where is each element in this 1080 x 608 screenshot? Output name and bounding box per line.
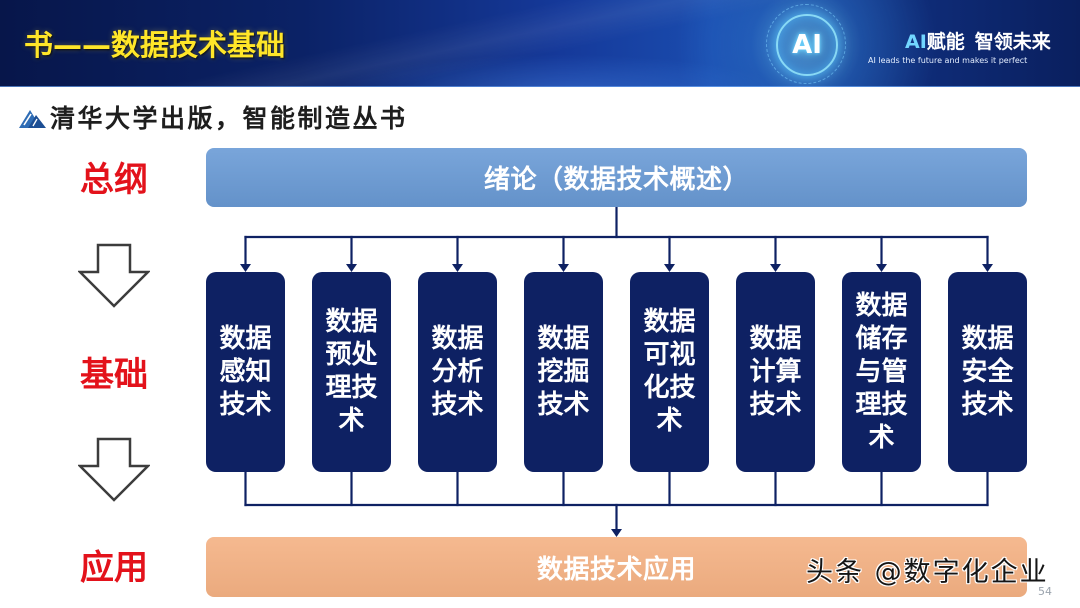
tech-module-visualization: 数据可视化技术 [630, 272, 709, 472]
slogan-word: 赋能 [926, 31, 965, 53]
tech-module-mining: 数据挖掘技术 [524, 272, 603, 472]
overview-box: 绪论（数据技术概述） [206, 148, 1027, 207]
tech-module-analysis: 数据分析技术 [418, 272, 497, 472]
stage-label-overview: 总纲 [80, 160, 148, 200]
connector-arrowhead [982, 264, 993, 272]
connector-arrowhead [240, 264, 251, 272]
connector-arrowhead [770, 264, 781, 272]
tech-module-label: 数据感知技术 [219, 323, 272, 420]
connector-arrowhead [452, 264, 463, 272]
connector-arrowhead [664, 264, 675, 272]
slide-header: 书——数据技术基础 AI AI赋能智领未来 AI leads the futur… [0, 0, 1080, 87]
publisher-logo-icon [19, 110, 46, 128]
slogan: AI赋能智领未来 [905, 30, 1051, 54]
down-arrow-icon [78, 437, 150, 502]
connector-arrowhead [611, 529, 622, 537]
tech-module-label: 数据分析技术 [431, 323, 484, 420]
connector-arrowhead [346, 264, 357, 272]
overview-box-label: 绪论（数据技术概述） [483, 165, 749, 195]
ai-emblem-icon: AI [776, 14, 838, 76]
ai-emblem-text: AI [792, 30, 822, 60]
page-number: 54 [1038, 585, 1052, 598]
slide-title: 书——数据技术基础 [24, 28, 286, 62]
stage-label-application: 应用 [80, 548, 148, 588]
application-box-label: 数据技术应用 [536, 554, 696, 585]
tech-module-label: 数据计算技术 [749, 323, 802, 420]
emblem-ring-icon [766, 4, 846, 84]
publisher-text: 清华大学出版，智能制造丛书 [50, 104, 408, 133]
tech-module-label: 数据可视化技术 [643, 307, 696, 436]
slogan-tagline: 智领未来 [974, 31, 1051, 53]
application-box: 数据技术应用 [206, 537, 1027, 597]
slogan-ai: AI [905, 31, 927, 53]
watermark: 头条 @数字化企业 [806, 557, 1049, 588]
tech-module-label: 数据安全技术 [961, 323, 1014, 420]
down-arrow-icon [78, 243, 150, 308]
tech-module-preprocessing: 数据预处理技术 [312, 272, 391, 472]
tech-module-label: 数据储存与管理技术 [855, 290, 908, 453]
stage-label-foundation: 基础 [80, 355, 148, 395]
slogan-english: AI leads the future and makes it perfect [868, 56, 1028, 65]
tech-module-perception: 数据感知技术 [206, 272, 285, 472]
tech-module-label: 数据预处理技术 [325, 307, 378, 436]
connector-arrowhead [876, 264, 887, 272]
connector-arrowhead [558, 264, 569, 272]
tech-module-storage-management: 数据储存与管理技术 [842, 272, 921, 472]
tech-module-computing: 数据计算技术 [736, 272, 815, 472]
tech-module-label: 数据挖掘技术 [537, 323, 590, 420]
tech-module-security: 数据安全技术 [948, 272, 1027, 472]
